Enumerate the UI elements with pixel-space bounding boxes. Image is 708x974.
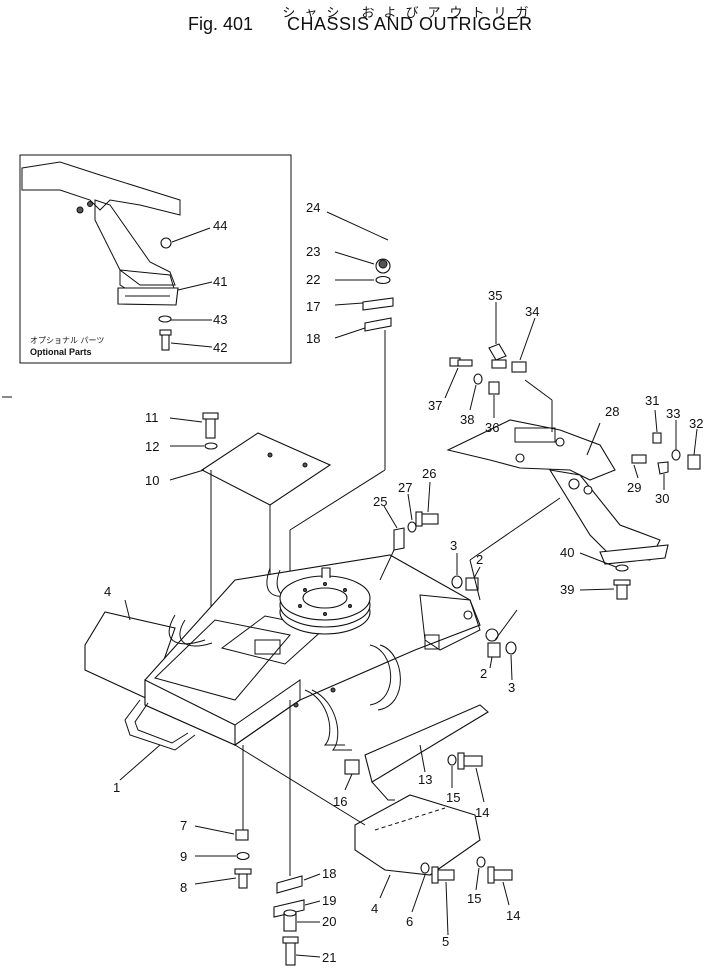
callout-3-top: 3 <box>450 538 457 553</box>
frame-hardware: 3 2 2 3 25 27 26 <box>373 466 517 695</box>
outrigger-beam <box>446 419 616 481</box>
figure-title-kana: シャシ およびアウトリガ <box>282 6 538 21</box>
callout-24: 24 <box>306 200 320 215</box>
callout-14-top: 14 <box>475 805 489 820</box>
callout-35: 35 <box>488 288 502 303</box>
swing-pin-stack: 24 23 22 17 18 <box>289 200 394 660</box>
callout-16: 16 <box>333 794 347 809</box>
inset-frame <box>19 154 292 364</box>
callout-13: 13 <box>418 772 432 787</box>
optional-parts-label-en: Optional Parts <box>30 347 92 357</box>
callout-19: 19 <box>322 893 336 908</box>
callout-18-bottom: 18 <box>322 866 336 881</box>
callout-29: 29 <box>627 480 641 495</box>
chassis-frame: 1 4 <box>84 554 499 795</box>
callout-34: 34 <box>525 304 539 319</box>
callout-40: 40 <box>560 545 574 560</box>
callout-27: 27 <box>398 480 412 495</box>
cover-plate <box>200 432 332 506</box>
callout-7: 7 <box>180 818 187 833</box>
callout-26: 26 <box>422 466 436 481</box>
callout-18: 18 <box>306 331 320 346</box>
callout-43: 43 <box>213 312 227 327</box>
callout-23: 23 <box>306 244 320 259</box>
callout-39: 39 <box>560 582 574 597</box>
callout-15-top: 15 <box>446 790 460 805</box>
callout-28: 28 <box>605 404 619 419</box>
lower-covers: 13 16 15 14 4 6 5 <box>234 704 520 949</box>
callout-42: 42 <box>213 340 227 355</box>
callout-6: 6 <box>406 914 413 929</box>
callout-31: 31 <box>645 393 659 408</box>
callout-15-bottom: 15 <box>467 891 481 906</box>
optional-parts-inset: オプショナル パーツ Optional Parts 44 41 43 42 <box>19 154 292 364</box>
callout-38: 38 <box>460 412 474 427</box>
callout-37: 37 <box>428 398 442 413</box>
callout-2-top: 2 <box>476 552 483 567</box>
callout-32: 32 <box>689 416 703 431</box>
figure-title: CHASSIS AND OUTRIGGER <box>287 14 533 34</box>
callout-3-bottom: 3 <box>508 680 515 695</box>
callout-4-right: 4 <box>371 901 378 916</box>
callout-8: 8 <box>180 880 187 895</box>
fender-right <box>354 794 481 876</box>
callout-36: 36 <box>485 420 499 435</box>
callout-9: 9 <box>180 849 187 864</box>
callout-1: 1 <box>113 780 120 795</box>
callout-11: 11 <box>145 410 159 425</box>
figure-number: Fig. 401 <box>188 14 254 34</box>
side-cover-13 <box>364 704 489 783</box>
left-fasteners: 7 9 8 <box>180 745 252 895</box>
callout-30: 30 <box>655 491 669 506</box>
callout-33: 33 <box>666 406 680 421</box>
callout-41: 41 <box>213 274 227 289</box>
callout-5: 5 <box>442 934 449 949</box>
callout-25: 25 <box>373 494 387 509</box>
callout-12: 12 <box>145 439 159 454</box>
callout-22: 22 <box>306 272 320 287</box>
bottom-pin-stack: 18 19 20 21 <box>273 700 336 966</box>
callout-14-bottom: 14 <box>506 908 520 923</box>
callout-21: 21 <box>322 950 336 965</box>
callout-44: 44 <box>213 218 227 233</box>
outrigger-pad <box>599 544 669 565</box>
outrigger-assembly: 28 29 30 31 33 32 <box>428 288 703 641</box>
optional-parts-label-jp: オプショナル パーツ <box>30 336 104 345</box>
callout-17: 17 <box>306 299 320 314</box>
callout-4-left: 4 <box>104 584 111 599</box>
callout-10: 10 <box>145 473 159 488</box>
callout-2-bottom: 2 <box>480 666 487 681</box>
callout-20: 20 <box>322 914 336 929</box>
